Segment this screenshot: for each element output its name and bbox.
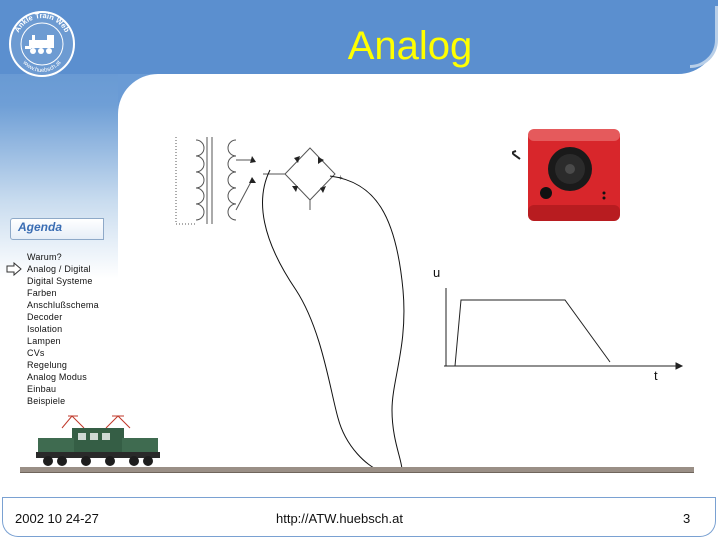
footer-date: 2002 10 24-27 xyxy=(15,511,99,526)
voltage-time-graph xyxy=(444,288,684,370)
footer-url-link[interactable]: http://ATW.huebsch.at xyxy=(276,511,403,526)
agenda-item-isolation[interactable]: Isolation xyxy=(27,324,63,334)
current-item-arrow-icon xyxy=(6,262,22,276)
agenda-item-einbau[interactable]: Einbau xyxy=(27,384,57,394)
graph-x-axis-label: t xyxy=(654,368,658,383)
graph-y-axis-label: u xyxy=(433,265,441,280)
agenda-item-digital-systeme[interactable]: Digital Systeme xyxy=(27,276,93,286)
left-frame-column xyxy=(0,0,118,480)
agenda-item-cvs[interactable]: CVs xyxy=(27,348,45,358)
footer-page-number: 3 xyxy=(683,511,691,526)
footer-date-box xyxy=(2,497,164,537)
throttle-controller-image xyxy=(512,129,620,221)
track-ground xyxy=(20,467,694,473)
locomotive-image xyxy=(36,415,160,466)
slide-title: Analog xyxy=(347,24,473,68)
transformer-icon xyxy=(175,137,256,225)
track-wires xyxy=(262,169,405,471)
rectifier-bridge-icon: + xyxy=(263,147,343,210)
agenda-item-anschlussschema[interactable]: Anschlußschema xyxy=(27,300,99,310)
agenda-item-analog-digital[interactable]: Analog / Digital xyxy=(27,264,91,274)
footer-page-box xyxy=(552,497,716,537)
svg-text:+: + xyxy=(338,173,343,182)
agenda-item-regelung[interactable]: Regelung xyxy=(27,360,68,370)
agenda-item-lampen[interactable]: Lampen xyxy=(27,336,61,346)
agenda-item-analog-modus[interactable]: Analog Modus xyxy=(27,372,87,382)
agenda-item-warum[interactable]: Warum? xyxy=(27,252,62,262)
agenda-heading: Agenda xyxy=(18,220,63,234)
agenda-list: Warum? Analog / Digital Digital Systeme … xyxy=(27,251,99,407)
agenda-item-farben[interactable]: Farben xyxy=(27,288,57,298)
footer-url-box xyxy=(164,497,552,537)
agenda-item-beispiele[interactable]: Beispiele xyxy=(27,396,66,406)
agenda-header-box xyxy=(10,218,104,240)
logo-seal-icon: Ankle Train Web www.huebsch.at xyxy=(9,11,75,77)
agenda-item-decoder[interactable]: Decoder xyxy=(27,312,63,322)
